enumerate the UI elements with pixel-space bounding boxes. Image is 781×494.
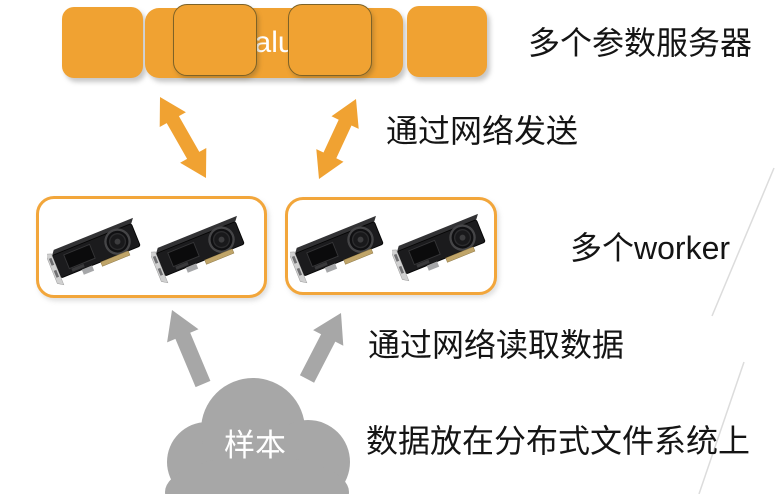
up-arrow-icon-left [167,310,211,388]
param-shard-block-2 [288,4,372,76]
param-shard-block-1 [173,4,257,76]
caption-workers: 多个worker [570,230,731,266]
gpu-card-icon [392,204,496,294]
param-server-block-2 [407,6,487,77]
gpu-card-icon [151,206,255,296]
caption-network-send: 通过网络发送 [386,113,579,149]
caption-param-servers: 多个参数服务器 [528,25,753,61]
samples-label: 样本 [224,428,286,463]
double-arrow-icon-left [159,97,207,178]
caption-network-read: 通过网络读取数据 [368,327,625,363]
worker-box-left [36,196,267,298]
worker-box-right [285,197,497,295]
up-arrow-icon-right [299,313,344,383]
param-server-block-1 [62,7,143,78]
caption-storage: 数据放在分布式文件系统上 [366,423,751,459]
double-arrow-icon-right [316,99,359,179]
gpu-card-icon [47,208,151,298]
gpu-card-icon [290,206,394,296]
